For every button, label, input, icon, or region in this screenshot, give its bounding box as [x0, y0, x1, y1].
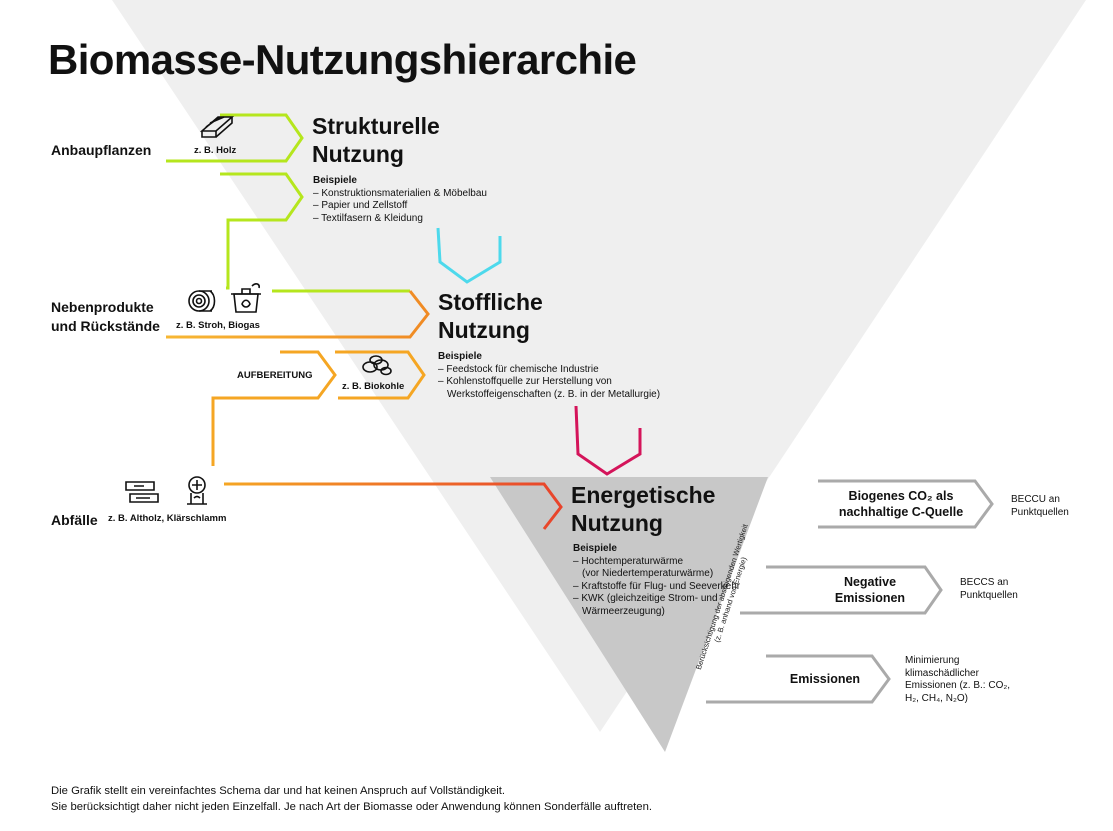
- energy-title-1: Energetische: [571, 482, 716, 508]
- structural-title-1: Strukturelle: [312, 113, 440, 139]
- output-biogenic-label: Biogenes CO₂ als nachhaltige C-Quelle: [836, 488, 966, 520]
- output-emissions-note: Minimierung klimaschädlicher Emissionen …: [905, 655, 1011, 704]
- footnote-line-1: Die Grafik stellt ein vereinfachtes Sche…: [51, 785, 506, 797]
- source-byproducts-label-2: und Rückstände: [51, 318, 160, 334]
- crops-arrow: [166, 113, 304, 163]
- processing-arrow: [211, 350, 337, 466]
- footnote: Die Grafik stellt ein vereinfachtes Sche…: [51, 784, 652, 815]
- output-biogenic-note: BECCU an Punktquellen: [1011, 494, 1069, 518]
- material-title-1: Stoffliche: [438, 289, 543, 315]
- energy-example-2: (vor Niedertemperaturwärme): [582, 568, 714, 580]
- structural-example-2: – Papier und Zellstoff: [313, 200, 408, 212]
- material-example-2: – Kohlenstoffquelle zur Herstellung von: [438, 376, 612, 388]
- material-to-energy-chevron: [574, 405, 642, 476]
- biochar-arrow: [335, 350, 426, 400]
- source-crops-example: z. B. Holz: [194, 145, 237, 156]
- biogenic-output-arrow: [818, 479, 994, 529]
- structural-example-1: – Konstruktionsmaterialien & Möbelbau: [313, 187, 487, 199]
- source-waste-example: z. B. Altholz, Klärschlamm: [108, 513, 227, 524]
- energy-triangle: [490, 477, 768, 752]
- material-example-3: Werkstoffeigenschaften (z. B. in der Met…: [447, 388, 661, 400]
- wood-planks-icon: [199, 116, 235, 138]
- energy-title-2: Nutzung: [571, 510, 663, 536]
- energy-examples: Beispiele – Hochtemperaturwärme (vor Nie…: [573, 543, 740, 619]
- output-negative-line-1: Negative: [843, 575, 897, 589]
- output-negative-note: BECCS an Punktquellen: [960, 577, 1018, 601]
- hierarchy-triangle: [112, 0, 1086, 732]
- biogas-pot-icon: [231, 283, 261, 313]
- material-example-1: – Feedstock für chemische Industrie: [438, 363, 599, 375]
- material-examples-header: Beispiele: [438, 351, 482, 362]
- emissions-output-arrow: [706, 654, 891, 704]
- energy-example-3: – Kraftstoffe für Flug- und Seeverkehr: [573, 580, 741, 592]
- output-negative-line-2: Emissionen: [834, 591, 906, 605]
- footnote-line-2: Sie berücksichtigt daher nicht jeden Ein…: [51, 800, 652, 813]
- material-examples: Beispiele – Feedstock für chemische Indu…: [438, 351, 660, 401]
- biochar-icon: [362, 355, 392, 376]
- byproducts-arrow: [166, 290, 430, 339]
- output-emissions-label: Emissionen: [789, 672, 861, 686]
- output-biogenic-line-2: nachhaltige C-Quelle: [838, 505, 964, 519]
- page-title: Biomasse-Nutzungshierarchie: [48, 36, 637, 83]
- output-biogenic-line-1: Biogenes CO₂ als: [848, 489, 954, 503]
- energy-examples-header: Beispiele: [573, 543, 617, 554]
- material-title-2: Nutzung: [438, 317, 530, 343]
- sewage-sludge-icon: [187, 476, 207, 505]
- source-byproducts-example: z. B. Stroh, Biogas: [176, 320, 260, 331]
- processing-example: z. B. Biokohle: [342, 381, 405, 392]
- crops-branch-arrow: [220, 172, 304, 290]
- scrap-wood-icon: [125, 481, 159, 503]
- structural-example-3: – Textilfasern & Kleidung: [313, 212, 423, 224]
- source-waste-label: Abfälle: [51, 512, 98, 528]
- energy-example-5: Wärmeerzeugung): [582, 605, 665, 617]
- negative-output-arrow: [740, 565, 943, 615]
- output-negative-label: Negative Emissionen: [820, 574, 920, 606]
- processing-label: AUFBEREITUNG: [237, 370, 313, 381]
- structural-examples-header: Beispiele: [313, 175, 357, 186]
- source-crops-label: Anbaupflanzen: [51, 142, 152, 158]
- energy-example-1: – Hochtemperaturwärme: [573, 555, 684, 567]
- straw-bale-icon: [188, 290, 216, 312]
- source-byproducts-label-1: Nebenprodukte: [51, 299, 154, 315]
- structural-title-2: Nutzung: [312, 141, 404, 167]
- waste-arrow-upper: [224, 482, 563, 530]
- structural-examples: Beispiele – Konstruktionsmaterialien & M…: [313, 175, 487, 225]
- structural-to-material-chevron: [436, 227, 502, 284]
- energy-example-4: – KWK (gleichzeitige Strom- und: [573, 593, 718, 605]
